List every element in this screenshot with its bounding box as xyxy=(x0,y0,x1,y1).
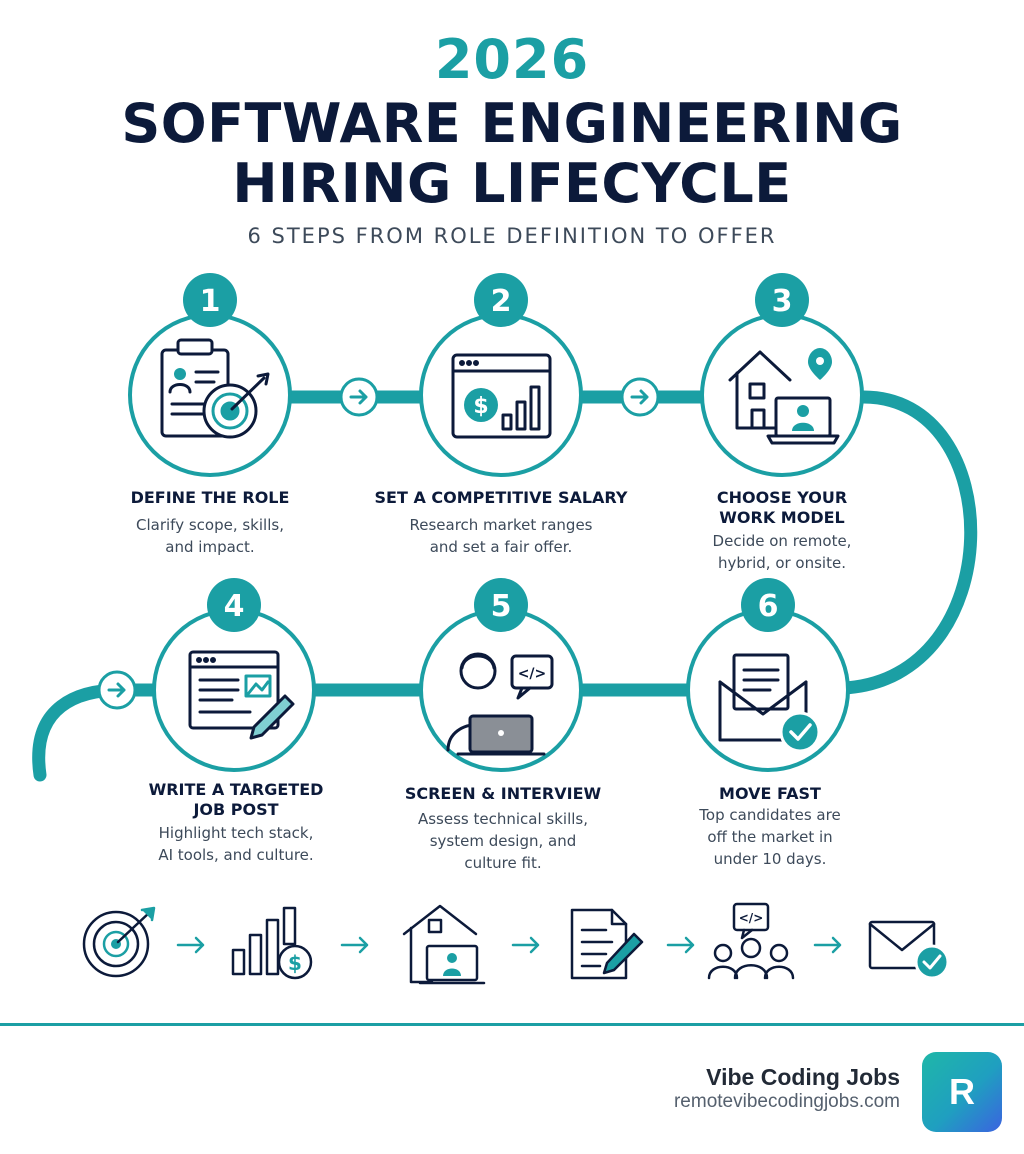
step-title-4: WRITE A TARGETED JOB POST xyxy=(106,780,366,820)
step-title-3: CHOOSE YOUR WORK MODEL xyxy=(652,488,912,528)
step-number: 6 xyxy=(758,589,779,624)
step-desc-line: Decide on remote, xyxy=(712,532,852,550)
step-circle-4: 4 xyxy=(152,578,316,772)
bottom-salary-bars-icon: $ xyxy=(231,906,313,980)
step-title-line: SCREEN & INTERVIEW xyxy=(404,784,602,803)
arrow-right-icon xyxy=(97,670,137,710)
year: 2026 xyxy=(434,28,590,91)
step-circle-2: 2 xyxy=(419,273,583,477)
step-title-1: DEFINE THE ROLE xyxy=(80,488,340,508)
bottom-envelope-check-icon xyxy=(868,920,950,980)
svg-text:$: $ xyxy=(473,394,488,419)
svg-text:$: $ xyxy=(288,951,302,975)
job-post-icon xyxy=(188,650,295,740)
step-desc-line: culture fit. xyxy=(464,854,542,872)
step-desc-line: Highlight tech stack, xyxy=(158,824,314,842)
brand-url[interactable]: remotevibecodingjobs.com xyxy=(673,1091,900,1112)
bottom-house-laptop-icon xyxy=(402,904,486,985)
lifecycle-flow: 1 2 3 4 5 6 xyxy=(32,273,978,985)
salary-chart-icon: $ xyxy=(451,353,552,439)
envelope-check-icon xyxy=(718,653,821,753)
bottom-team-code-icon: </> xyxy=(707,902,795,980)
step-desc-line: system design, and xyxy=(429,832,577,850)
step-desc-2: Research market ranges and set a fair of… xyxy=(381,514,621,558)
step-number: 1 xyxy=(200,284,221,319)
step-title-line: MOVE FAST xyxy=(719,784,821,803)
step-desc-line: under 10 days. xyxy=(713,850,827,868)
step-desc-4: Highlight tech stack, AI tools, and cult… xyxy=(116,822,356,866)
step-desc-3: Decide on remote, hybrid, or onsite. xyxy=(662,530,902,574)
house-laptop-icon xyxy=(728,348,840,445)
step-title-line: JOB POST xyxy=(193,800,279,819)
step-title-line: WRITE A TARGETED xyxy=(148,780,324,799)
step-title-line: SET A COMPETITIVE SALARY xyxy=(374,488,628,507)
developer-laptop-icon: </> xyxy=(446,652,554,756)
brand-logo: R xyxy=(922,1052,1002,1132)
step-number: 4 xyxy=(224,589,245,624)
arrow-right-icon xyxy=(339,377,379,417)
svg-text:</>: </> xyxy=(518,666,547,682)
clipboard-target-icon xyxy=(160,338,270,439)
step-number: 3 xyxy=(772,284,793,319)
step-title-6: MOVE FAST xyxy=(640,784,900,804)
bottom-document-pen-icon xyxy=(570,908,644,980)
svg-text:</>: </> xyxy=(739,911,764,925)
footer-divider xyxy=(0,1023,1024,1026)
page-title-line2: HIRING LIFECYCLE xyxy=(232,152,792,215)
step-desc-line: off the market in xyxy=(707,828,833,846)
bottom-flow-arrows xyxy=(176,936,842,954)
step-title-5: SCREEN & INTERVIEW xyxy=(373,784,633,804)
step-title-line: WORK MODEL xyxy=(719,508,845,527)
brand-name: Vibe Coding Jobs xyxy=(706,1064,900,1090)
page-title-line1: SOFTWARE ENGINEERING xyxy=(121,92,903,155)
step-desc-5: Assess technical skills, system design, … xyxy=(383,808,623,874)
step-title-line: CHOOSE YOUR xyxy=(716,488,848,507)
step-desc-6: Top candidates are off the market in und… xyxy=(650,804,890,870)
step-desc-line: AI tools, and culture. xyxy=(158,846,314,864)
step-number: 2 xyxy=(491,284,512,319)
arrow-right-icon xyxy=(620,377,660,417)
subtitle: 6 STEPS FROM ROLE DEFINITION TO OFFER xyxy=(247,224,777,248)
brand-logo-letter: R xyxy=(949,1071,975,1112)
step-number: 5 xyxy=(491,589,512,624)
step-title-2: SET A COMPETITIVE SALARY xyxy=(371,488,631,508)
step-title-line: DEFINE THE ROLE xyxy=(130,488,290,507)
step-desc-line: Assess technical skills, xyxy=(417,810,589,828)
step-desc-line: hybrid, or onsite. xyxy=(718,554,846,572)
step-desc-line: Clarify scope, skills, xyxy=(136,516,284,534)
step-desc-line: Research market ranges xyxy=(409,516,593,534)
bottom-target-icon xyxy=(82,906,156,978)
step-desc-line: Top candidates are xyxy=(699,806,841,824)
step-desc-1: Clarify scope, skills, and impact. xyxy=(90,514,330,558)
step-desc-line: and impact. xyxy=(165,538,255,556)
step-desc-line: and set a fair offer. xyxy=(429,538,573,556)
